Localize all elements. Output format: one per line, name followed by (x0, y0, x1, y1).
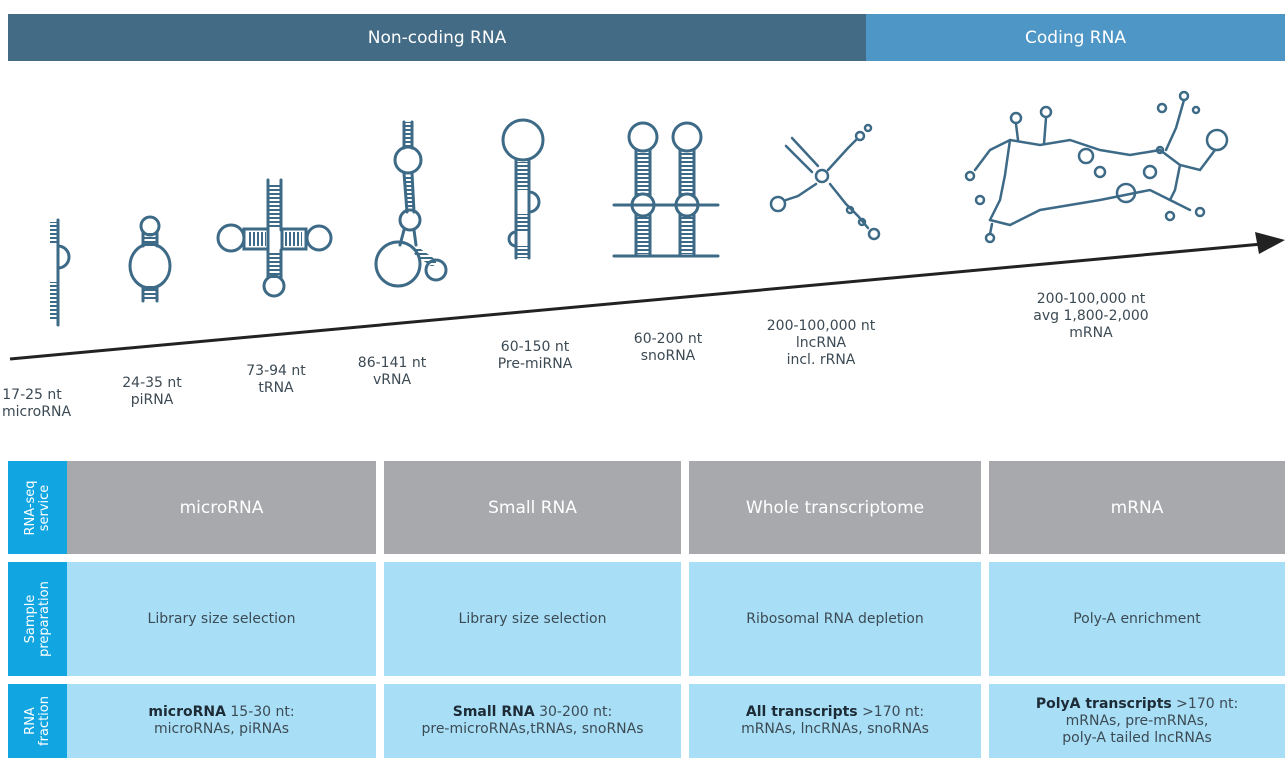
fraction-mrna: PolyA transcripts >170 nt:mRNAs, pre-mRN… (989, 684, 1285, 758)
rna-structures-diagram (9, 90, 1285, 361)
vrna-structure (374, 120, 448, 288)
pre-mirna-structure (501, 118, 545, 260)
fraction-small-rna: Small RNA 30-200 nt:pre-microRNAs,tRNAs,… (384, 684, 681, 758)
noncoding-label: Non-coding RNA (367, 27, 507, 48)
prep-small-rna: Library size selection (384, 562, 681, 676)
service-microrna: microRNA (67, 461, 376, 554)
fraction-whole-transcriptome: All transcripts >170 nt:mRNAs, lncRNAs, … (689, 684, 981, 758)
prep-mrna: Poly-A enrichment (989, 562, 1285, 676)
pirna-structure (128, 215, 172, 303)
noncoding-banner: Non-coding RNA (8, 14, 866, 61)
coding-banner: Coding RNA (866, 14, 1285, 61)
service-mrna: mRNA (989, 461, 1285, 554)
coding-label: Coding RNA (1025, 27, 1126, 48)
size-axis-arrow (9, 242, 1263, 361)
lncrna-structure (769, 123, 881, 241)
trna-structure (216, 178, 333, 298)
service-small-rna: Small RNA (384, 461, 681, 554)
snorna-structure (612, 121, 720, 258)
mrna-structure (964, 90, 1229, 244)
fraction-microrna: microRNA 15-30 nt:microRNAs, piRNAs (67, 684, 376, 758)
arrowhead (1255, 232, 1285, 254)
service-whole-transcriptome: Whole transcriptome (689, 461, 981, 554)
prep-whole-transcriptome: Ribosomal RNA depletion (689, 562, 981, 676)
microrna-structure (50, 218, 71, 327)
prep-microrna: Library size selection (67, 562, 376, 676)
